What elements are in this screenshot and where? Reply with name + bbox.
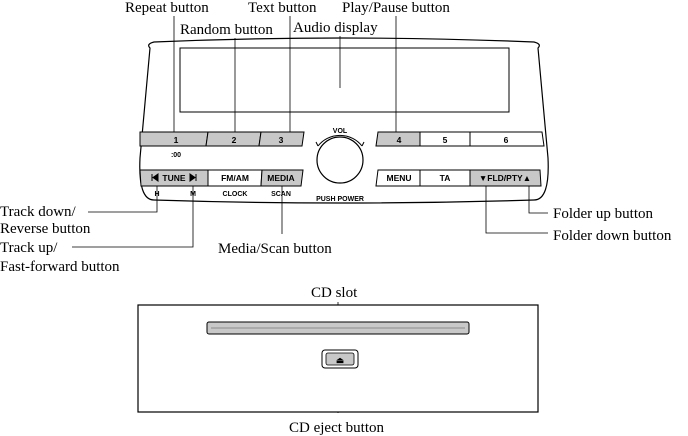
fld-pty-button-label: ▼FLD/PTY▲ — [479, 173, 531, 183]
preset-button-6-label: 6 — [504, 135, 509, 145]
media-button-label: MEDIA — [267, 173, 294, 183]
preset-button-2-label: 2 — [232, 135, 237, 145]
cd-eject-button-callout: CD eject button — [289, 420, 384, 436]
preset-button-4-label: 4 — [397, 135, 402, 145]
ta-button-label: TA — [440, 173, 451, 183]
folder-up-button-callout: Folder up button — [553, 206, 653, 222]
track-down-icon — [151, 173, 159, 182]
cd-slot-callout: CD slot — [311, 285, 358, 301]
media-scan-button-callout: Media/Scan button — [218, 241, 332, 257]
tune-button[interactable]: TUNE H M — [139, 169, 209, 198]
track-down-callout-line2: Reverse button — [0, 221, 91, 237]
eject-icon: ⏏ — [336, 355, 345, 365]
audio-display — [179, 47, 510, 113]
cd-eject-button[interactable]: ⏏ — [321, 349, 359, 369]
track-up-icon — [189, 173, 197, 182]
repeat-button-callout: Repeat button — [125, 0, 209, 16]
scan-label: SCAN — [271, 191, 291, 198]
tune-button-label: TUNE — [162, 173, 185, 183]
text-button-callout: Text button — [248, 0, 317, 16]
preset-button-5-label: 5 — [443, 135, 448, 145]
ta-button[interactable]: TA — [419, 169, 471, 187]
preset-button-5[interactable]: 5 — [419, 131, 471, 147]
preset-button-3-label: 3 — [279, 135, 284, 145]
repeat-time-label: :00 — [171, 152, 181, 159]
fld-pty-button[interactable]: ▼FLD/PTY▲ — [469, 169, 542, 187]
push-power-label: PUSH POWER — [316, 196, 364, 203]
fm-am-button-label: FM/AM — [221, 173, 249, 183]
track-down-callout-line1: Track down/ — [0, 204, 77, 220]
vol-label: VOL — [333, 128, 348, 135]
audio-display-callout: Audio display — [293, 20, 378, 36]
menu-button[interactable]: MENU — [375, 169, 421, 187]
clock-label: CLOCK — [223, 191, 248, 198]
menu-button-label: MENU — [386, 173, 411, 183]
preset-button-4[interactable]: 4 — [375, 131, 421, 147]
cd-unit: ⏏ — [137, 304, 539, 413]
play-pause-button-callout: Play/Pause button — [342, 0, 450, 16]
track-up-callout-line1: Track up/ — [0, 240, 58, 256]
volume-knob[interactable]: VOL PUSH POWER — [315, 128, 365, 203]
preset-button-1[interactable]: 1 :00 — [139, 131, 209, 159]
media-button[interactable]: MEDIA SCAN — [260, 169, 304, 198]
preset-button-1-label: 1 — [174, 135, 179, 145]
random-button-callout: Random button — [180, 22, 273, 38]
fm-am-button[interactable]: FM/AM CLOCK — [207, 169, 263, 198]
callouts: Repeat button Random button Text button … — [0, 0, 672, 436]
radio-unit: 1 :00 2 3 4 5 6 TUNE H — [139, 37, 549, 204]
preset-button-6[interactable]: 6 — [469, 131, 545, 147]
preset-button-2[interactable]: 2 — [205, 131, 262, 147]
preset-button-3[interactable]: 3 — [258, 131, 305, 147]
folder-down-button-callout: Folder down button — [553, 228, 672, 244]
track-up-callout-line2: Fast-forward button — [0, 259, 120, 275]
